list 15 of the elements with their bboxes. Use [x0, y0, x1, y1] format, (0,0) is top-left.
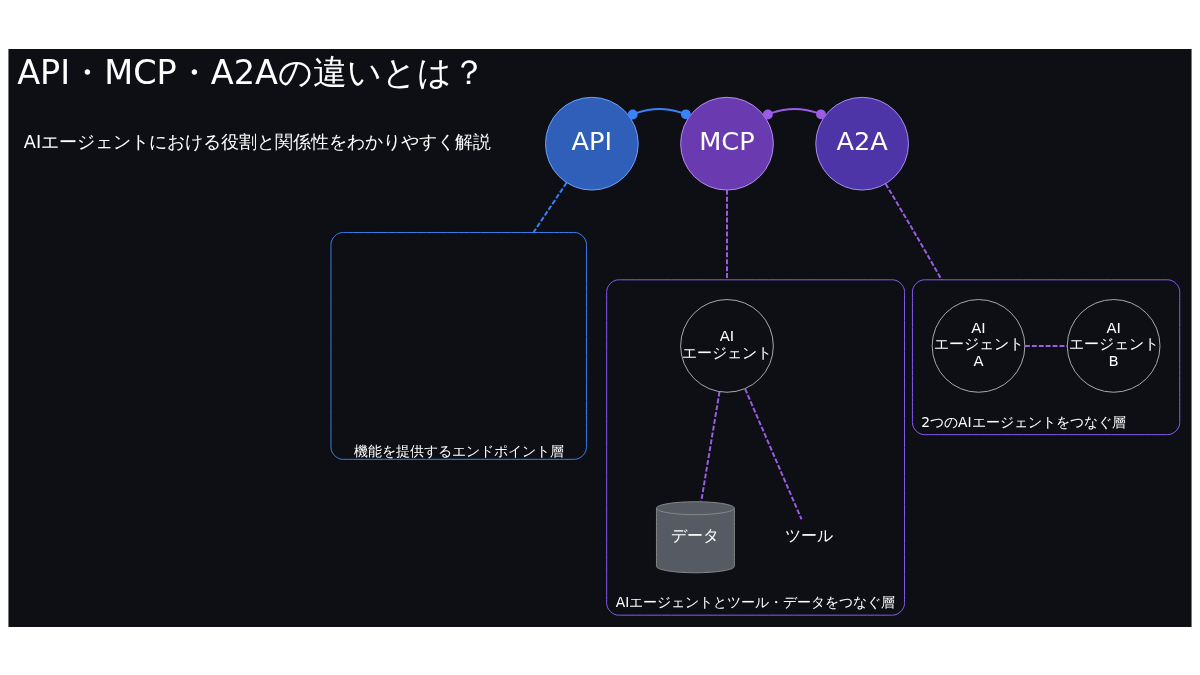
node-box: 機能を提供するエンドポイント層	[330, 231, 587, 460]
connector	[726, 188, 728, 281]
connector	[744, 387, 803, 520]
connector	[532, 181, 568, 233]
node-circle: AI エージェント A	[931, 298, 1026, 393]
connector	[700, 390, 721, 502]
node-circle: AI エージェント	[680, 298, 774, 393]
connector	[627, 107, 691, 119]
node-circle: AI エージェント B	[1066, 298, 1161, 393]
label: AIエージェントにおける役割と関係性をわかりやすく解説	[23, 131, 492, 152]
connector	[1023, 344, 1069, 347]
diagram-title: API・MCP・A2Aの違いとは？	[17, 52, 486, 92]
connector	[884, 182, 943, 281]
connector	[762, 107, 826, 119]
node-text: ツール	[784, 525, 833, 545]
